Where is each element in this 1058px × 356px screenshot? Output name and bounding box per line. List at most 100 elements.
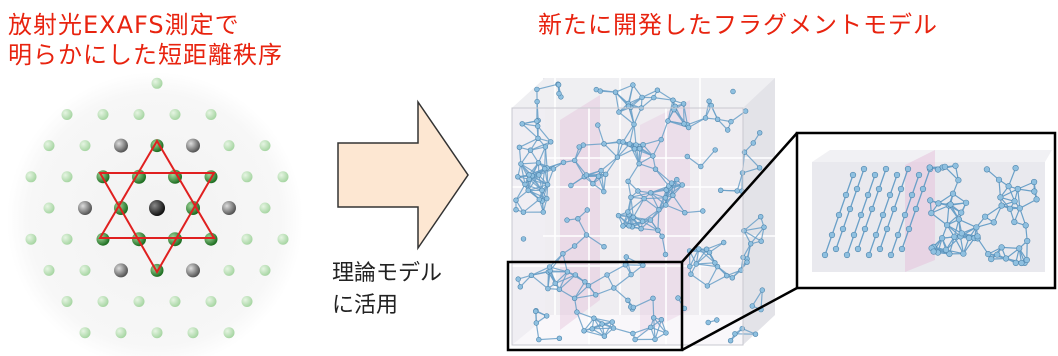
bond: [706, 266, 719, 287]
chain-atom: [897, 185, 905, 193]
bond: [559, 288, 575, 299]
chain-bond: [886, 208, 895, 230]
network-atom: [575, 216, 581, 222]
atom: [223, 264, 235, 276]
network-atom: [955, 216, 963, 223]
network-bond: [1008, 167, 1017, 187]
network-atom: [675, 295, 681, 301]
bond: [574, 160, 587, 176]
network-atom: [679, 182, 685, 188]
network-atom: [544, 195, 550, 202]
network-atom: [723, 273, 730, 279]
network-atom: [941, 163, 949, 170]
atom: [223, 140, 235, 152]
bond: [618, 111, 635, 125]
network-atom: [674, 176, 680, 183]
bond: [592, 327, 614, 330]
chain-bond: [846, 234, 855, 256]
network-atom: [620, 223, 626, 229]
chain-bond: [922, 168, 931, 190]
bond: [751, 289, 763, 307]
zoom-connector-bottom: [681, 286, 798, 352]
network-atom: [714, 116, 721, 123]
atom: [186, 263, 200, 278]
network-atom: [1016, 245, 1023, 252]
network-atom: [595, 173, 602, 179]
network-atom: [1023, 256, 1030, 264]
atom: [43, 264, 55, 276]
network-bond: [1019, 198, 1037, 209]
network-atom: [659, 233, 665, 240]
chain-atom: [835, 211, 843, 219]
network-atom: [602, 171, 609, 178]
network-atom: [647, 217, 654, 223]
bond: [593, 317, 613, 323]
bond: [750, 226, 765, 245]
zoom-pink-plane: [905, 150, 935, 272]
right-title: 新たに開発したフラグメントモデル: [538, 11, 938, 39]
network-bond: [984, 205, 1002, 218]
chain-atom: [898, 245, 906, 253]
network-bond: [931, 204, 950, 214]
bond: [595, 287, 615, 296]
chain-bond: [900, 168, 909, 190]
network-atom: [601, 244, 607, 250]
atom: [114, 263, 128, 278]
network-atom: [571, 243, 578, 249]
atom: [169, 296, 181, 307]
bond: [583, 143, 605, 146]
bond: [603, 143, 618, 158]
bond: [523, 198, 540, 213]
network-bond: [946, 205, 950, 226]
network-atom: [632, 336, 638, 343]
atom: [151, 327, 163, 339]
chain-bond: [856, 168, 865, 190]
bond: [667, 100, 674, 122]
network-atom: [647, 190, 654, 196]
chain-bond: [901, 228, 910, 250]
network-atom: [519, 121, 525, 127]
bond: [576, 311, 585, 332]
chain-atom: [882, 165, 890, 173]
network-atom: [630, 330, 636, 337]
network-atom: [734, 188, 740, 194]
network-atom: [656, 207, 662, 213]
network-atom: [1031, 188, 1038, 195]
atom: [187, 327, 199, 339]
network-atom: [742, 108, 749, 114]
network-atom: [682, 210, 688, 216]
network-bond: [953, 236, 964, 254]
network-atom: [704, 283, 711, 289]
network-atom: [655, 227, 661, 234]
bond: [530, 141, 551, 151]
network-atom: [951, 233, 958, 240]
bond: [538, 337, 560, 341]
bond: [642, 139, 662, 146]
network-atom: [520, 209, 527, 215]
network-atom: [639, 94, 645, 101]
network-atom: [536, 172, 542, 178]
network-atom: [520, 236, 527, 242]
chain-atom: [839, 225, 847, 233]
network-atom: [665, 118, 671, 124]
network-atom: [1012, 259, 1019, 267]
network-atom: [515, 276, 521, 282]
bond: [574, 234, 587, 247]
atom: [97, 296, 109, 307]
bond: [606, 264, 626, 276]
chain-atom: [860, 165, 868, 173]
network-atom: [625, 103, 632, 109]
network-bond: [946, 212, 962, 226]
network-atom: [700, 208, 706, 214]
network-atom: [926, 164, 933, 171]
atom: [241, 233, 253, 245]
cube-outline: [511, 107, 744, 346]
network-atom: [631, 146, 638, 152]
bond: [593, 317, 605, 337]
bond: [638, 163, 656, 170]
zoom-atom-network: [821, 162, 1040, 267]
network-atom: [546, 264, 553, 270]
network-atom: [714, 263, 721, 270]
network-atom: [583, 172, 590, 178]
atom: [222, 201, 236, 215]
